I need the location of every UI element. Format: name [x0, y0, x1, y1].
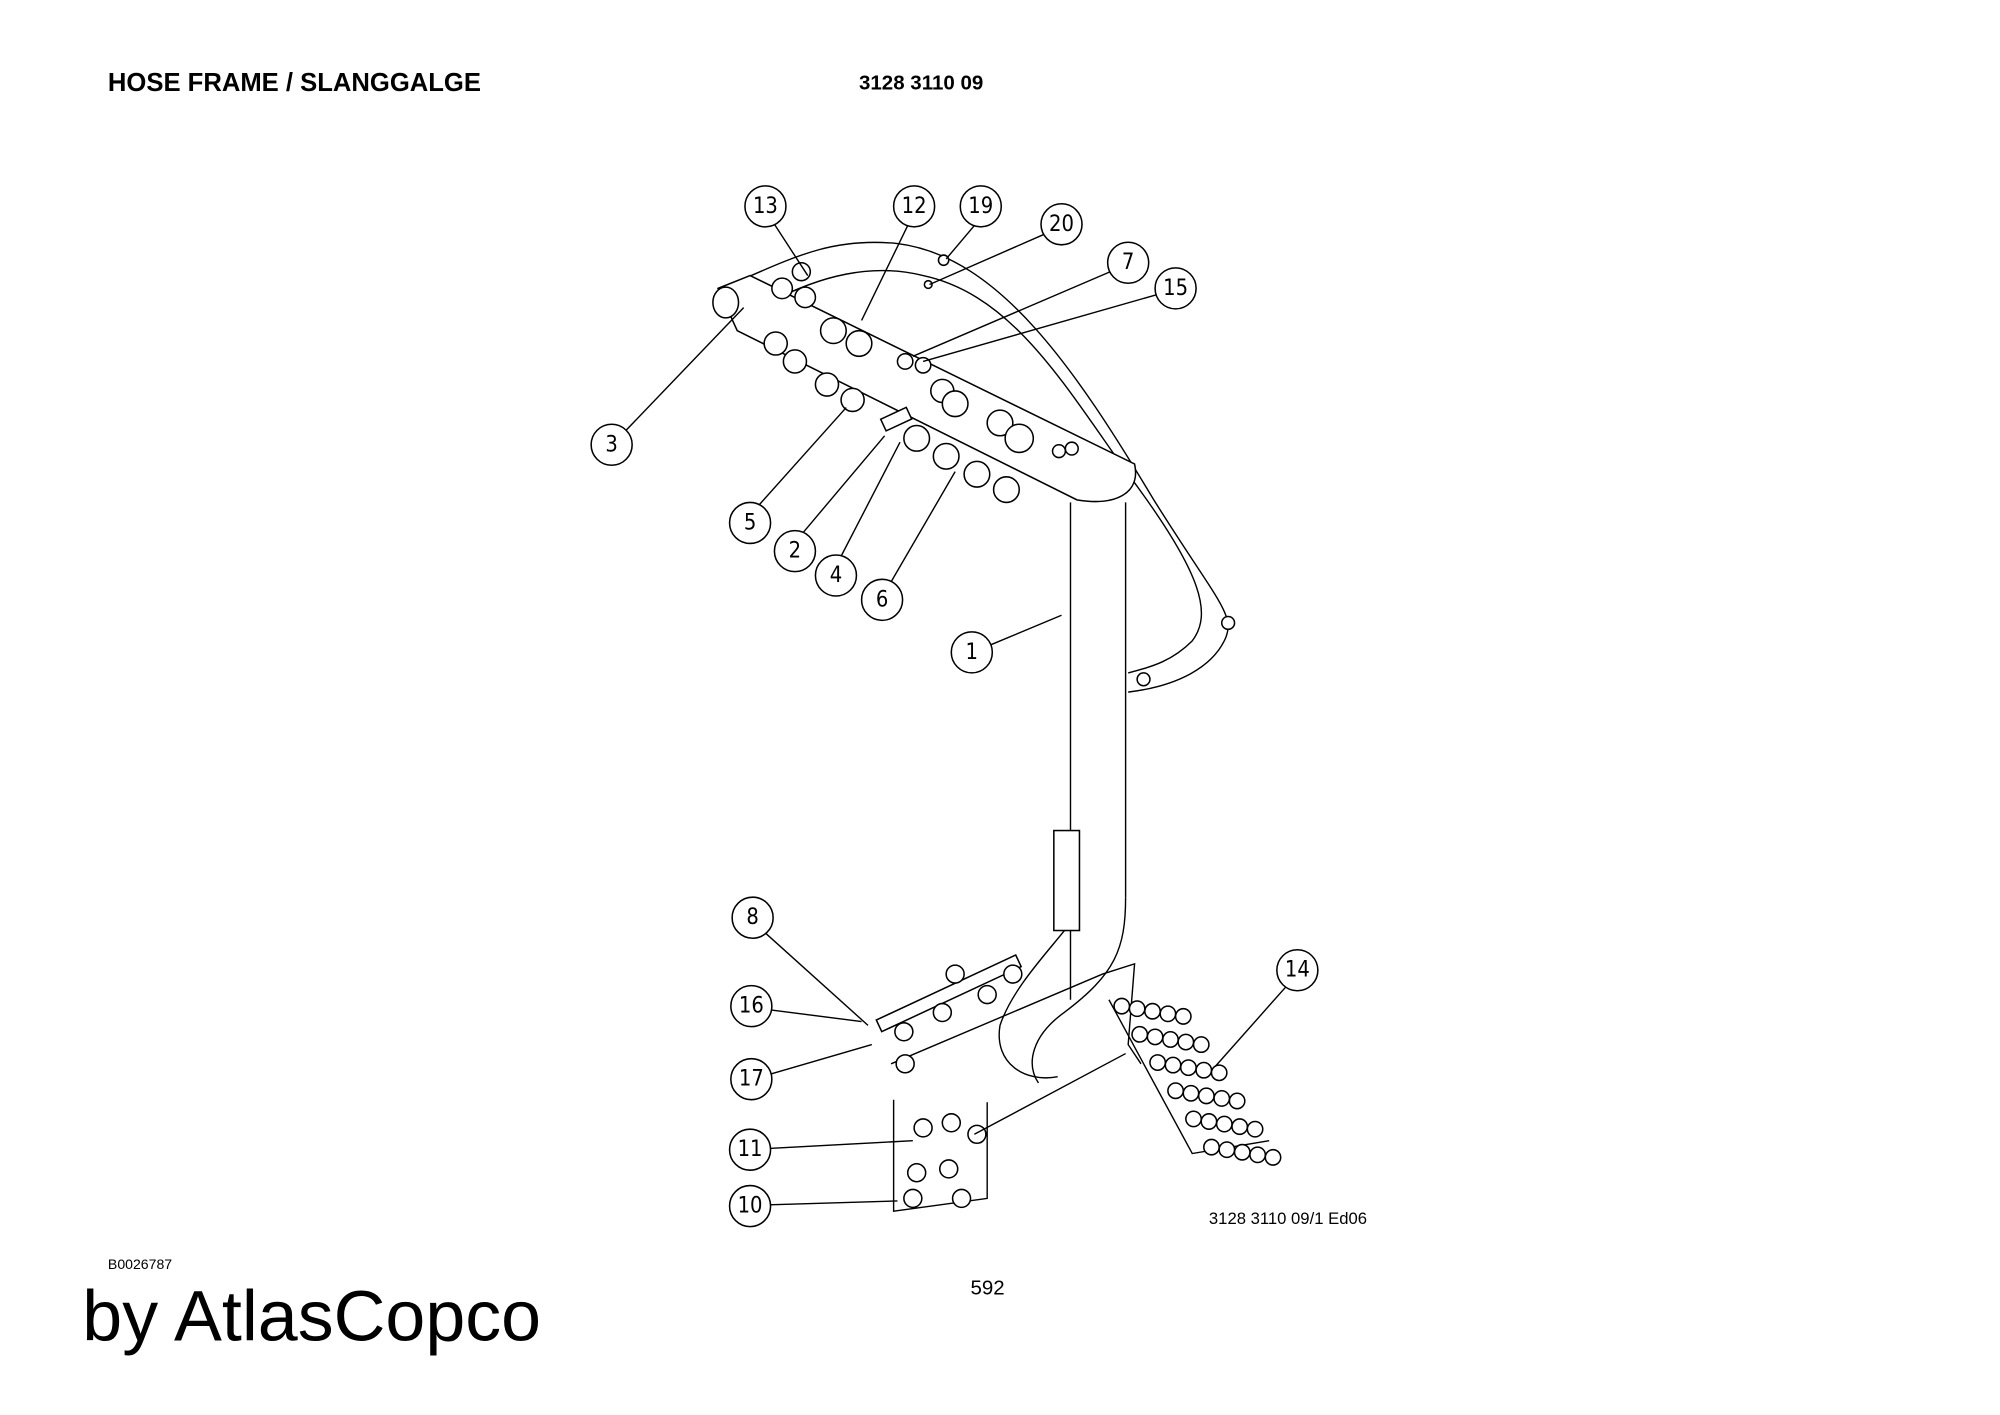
svg-text:10: 10 [738, 1194, 763, 1219]
callout-8: 8 [731, 896, 774, 939]
page-title: HOSE FRAME / SLANGGALGE [108, 69, 481, 97]
svg-text:14: 14 [1285, 958, 1310, 983]
callout-1: 1 [950, 631, 994, 674]
watermark: by AtlasCopco [82, 1277, 541, 1357]
part-number: 3128 3110 09 [859, 72, 983, 95]
callout-2: 2 [773, 529, 817, 573]
fitting [1215, 1115, 1233, 1133]
fitting [1213, 1089, 1231, 1107]
fitting [1249, 1146, 1267, 1164]
svg-text:7: 7 [1122, 250, 1134, 275]
callout-7: 7 [1106, 241, 1150, 285]
svg-text:13: 13 [753, 194, 778, 219]
svg-text:5: 5 [744, 510, 756, 535]
svg-text:1: 1 [966, 640, 978, 665]
fitting [1174, 1007, 1192, 1025]
svg-text:16: 16 [739, 994, 764, 1019]
callout-17: 17 [730, 1057, 773, 1101]
fitting [1197, 1087, 1215, 1105]
callout-6: 6 [860, 578, 904, 622]
hose-frame-drawing: 13 12 19 20 7 15 3 5 2 4 6 1 8 16 17 11 … [590, 185, 1319, 1228]
callout-16: 16 [730, 984, 773, 1028]
callout-3: 3 [590, 423, 633, 467]
callout-20: 20 [1040, 203, 1083, 246]
svg-text:20: 20 [1049, 212, 1074, 237]
callout-12: 12 [892, 185, 936, 228]
svg-text:11: 11 [738, 1137, 763, 1162]
fitting [1131, 1025, 1149, 1043]
callout-13: 13 [744, 185, 787, 228]
fitting [1203, 1138, 1220, 1156]
svg-text:4: 4 [830, 563, 842, 588]
svg-text:12: 12 [902, 194, 927, 219]
callout-19: 19 [959, 185, 1003, 228]
fitting [1159, 1005, 1177, 1023]
fitting [1167, 1082, 1185, 1100]
callout-10: 10 [728, 1184, 772, 1228]
fitting [1210, 1064, 1228, 1082]
fitting [1113, 997, 1131, 1015]
svg-text:3: 3 [605, 432, 617, 457]
svg-text:17: 17 [739, 1067, 764, 1092]
fitting [1228, 1092, 1246, 1110]
fitting [1218, 1141, 1236, 1159]
fitting [1192, 1036, 1210, 1054]
fitting [1200, 1113, 1218, 1130]
fitting [1177, 1033, 1195, 1051]
svg-text:2: 2 [789, 539, 801, 564]
fitting [1128, 1000, 1146, 1018]
fitting [1231, 1118, 1249, 1136]
fitting [1233, 1143, 1251, 1161]
fitting [1162, 1031, 1179, 1048]
fitting [1164, 1056, 1182, 1074]
svg-text:8: 8 [746, 905, 758, 930]
document-id: B0026787 [108, 1256, 172, 1272]
callout-15: 15 [1154, 267, 1197, 310]
fitting [1246, 1120, 1264, 1138]
fitting [1146, 1028, 1164, 1046]
svg-text:15: 15 [1163, 276, 1188, 301]
callout-4: 4 [814, 554, 858, 597]
fitting [1185, 1110, 1202, 1128]
drawing-reference: 3128 3110 09/1 Ed06 [1209, 1209, 1367, 1228]
page-number: 592 [971, 1277, 1005, 1300]
callout-14: 14 [1276, 948, 1319, 992]
svg-text:6: 6 [876, 587, 888, 612]
fitting [1264, 1148, 1282, 1166]
fitting [1179, 1059, 1197, 1077]
fitting [1182, 1084, 1200, 1102]
svg-text:19: 19 [968, 194, 993, 219]
fitting [1144, 1002, 1161, 1020]
callout-11: 11 [728, 1128, 772, 1171]
fitting [1195, 1061, 1213, 1079]
fitting [1149, 1054, 1167, 1071]
callout-5: 5 [728, 501, 772, 545]
